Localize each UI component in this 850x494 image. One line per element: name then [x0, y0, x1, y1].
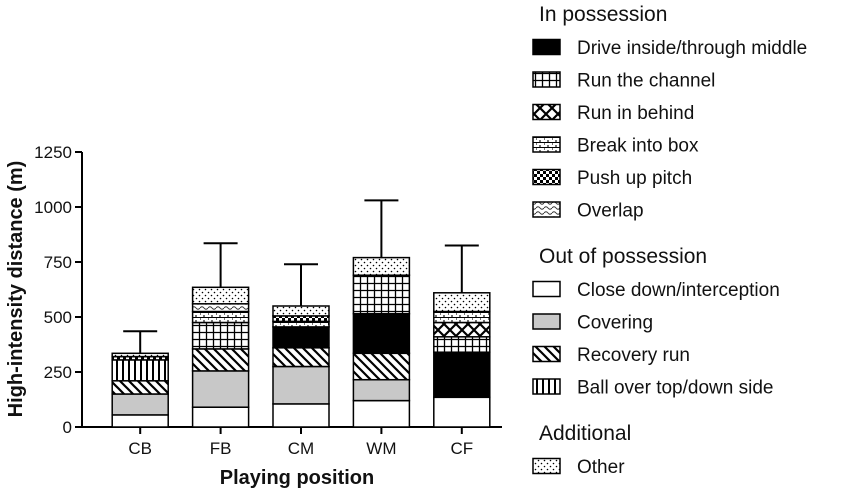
legend-swatch-push-up-pitch [532, 168, 561, 186]
legend-swatch-other [532, 457, 561, 475]
legend-swatch-run-in-behind [532, 103, 561, 121]
bar-segment-close-down-interception [191, 406, 250, 428]
legend-group-title-additional: Additional [539, 422, 631, 445]
legend-label-break-into-box: Break into box [577, 136, 699, 157]
legend-swatch-overlap [532, 201, 561, 218]
bar-segment-other [111, 352, 169, 358]
bar-segment-break-into-box [272, 320, 330, 328]
legend-swatch-covering [532, 313, 561, 330]
legend-label-covering: Covering [577, 313, 653, 334]
bar-segment-recovery-run [111, 380, 169, 395]
bar-segment-close-down-interception [272, 403, 330, 428]
bar-segment-other [272, 305, 330, 317]
bar-segment-recovery-run [352, 352, 411, 381]
x-tick-label: FB [210, 439, 232, 458]
x-axis-title: Playing position [220, 467, 374, 489]
y-tick-label: 250 [44, 363, 72, 382]
bar-segment-push-up-pitch [272, 315, 330, 323]
y-tick-label: 1250 [34, 143, 72, 162]
bar-segment-overlap [191, 303, 250, 313]
legend-label-drive-inside-through-middle: Drive inside/through middle [577, 38, 807, 59]
legend-swatch-break-into-box [532, 136, 561, 153]
bar-segment-break-into-box [433, 310, 491, 324]
bar-segment-other [433, 292, 491, 313]
x-tick-label: CB [128, 439, 152, 458]
bar-segment-run-the-channel [191, 321, 250, 350]
bar-segment-close-down-interception [352, 399, 411, 428]
x-tick-label: CF [450, 439, 473, 458]
y-axis-title: High-intensity distance (m) [5, 161, 27, 418]
legend-label-ball-over-top-down-side: Ball over top/down side [577, 378, 773, 399]
x-tick-label: CM [288, 439, 314, 458]
bar-segment-recovery-run [272, 347, 330, 368]
bar-segment-ball-over-top-down-side [111, 359, 169, 382]
y-tick-label: 1000 [34, 198, 72, 217]
bar-segment-break-into-box [191, 310, 250, 324]
bar-segment-drive-inside-through-middle [433, 351, 491, 399]
bar-segment-covering [352, 378, 411, 402]
legend-group-title-out-of-possession: Out of possession [539, 245, 707, 268]
legend-label-push-up-pitch: Push up pitch [577, 168, 692, 189]
y-tick-label: 750 [44, 253, 72, 272]
y-tick-label: 500 [44, 308, 72, 327]
y-tick-label: 0 [63, 418, 72, 437]
legend-label-run-the-channel: Run the channel [577, 71, 715, 92]
legend-label-run-in-behind: Run in behind [577, 103, 694, 124]
legend-swatch-close-down-interception [532, 280, 561, 298]
bar-segment-covering [111, 393, 169, 416]
legend-swatch-run-the-channel [532, 71, 561, 88]
legend-group-title-in-possession: In possession [539, 3, 667, 26]
legend-label-other: Other [577, 457, 625, 478]
bar-segment-close-down-interception [111, 414, 169, 428]
bar-segment-covering [191, 370, 250, 408]
legend-label-overlap: Overlap [577, 201, 644, 222]
bar-segment-run-the-channel [433, 336, 491, 353]
bar-segment-run-the-channel [352, 274, 411, 315]
bar-segment-drive-inside-through-middle [272, 326, 330, 349]
x-tick-label: WM [366, 439, 396, 458]
legend-swatch-ball-over-top-down-side [532, 378, 561, 395]
legend-swatch-drive-inside-through-middle [532, 38, 561, 56]
bar-segment-drive-inside-through-middle [352, 312, 411, 355]
legend-label-recovery-run: Recovery run [577, 345, 690, 366]
bar-segment-covering [272, 365, 330, 405]
legend-label-close-down-interception: Close down/interception [577, 280, 780, 301]
bar-segment-recovery-run [191, 348, 250, 372]
bar-segment-other [352, 256, 411, 276]
bar-segment-run-in-behind [433, 321, 491, 338]
bar-segment-close-down-interception [433, 396, 491, 428]
legend-swatch-recovery-run [532, 345, 561, 363]
bar-segment-other [191, 286, 250, 305]
